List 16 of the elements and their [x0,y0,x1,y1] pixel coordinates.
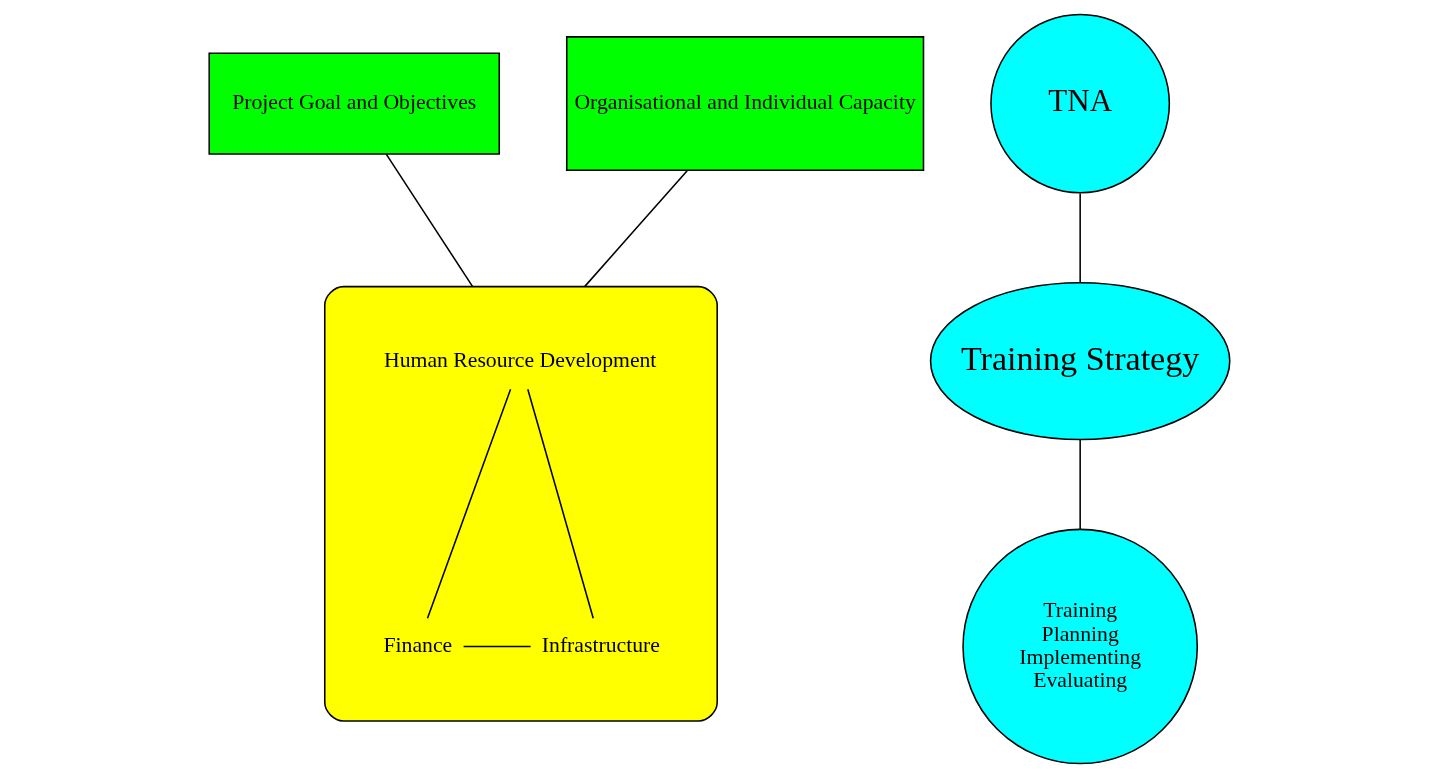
connector [1079,192,1081,284]
node-text: Human Resource Development [383,347,657,372]
node-circle: Training Planning Implementing Evaluating [962,528,1199,765]
node-box: Organisational and Individual Capacity [565,36,925,172]
node-ellipse: Training Strategy [929,281,1231,441]
connector [462,645,532,648]
connector [426,388,512,619]
node-box: Project Goal and Objectives [208,52,501,155]
connector [385,153,474,288]
node-text: Infrastructure [541,633,660,658]
cluster [324,285,718,722]
node-circle: TNA [990,13,1171,194]
node-text: Finance [383,633,453,658]
connector [1079,439,1081,530]
connector [527,388,594,619]
connector [583,169,688,288]
